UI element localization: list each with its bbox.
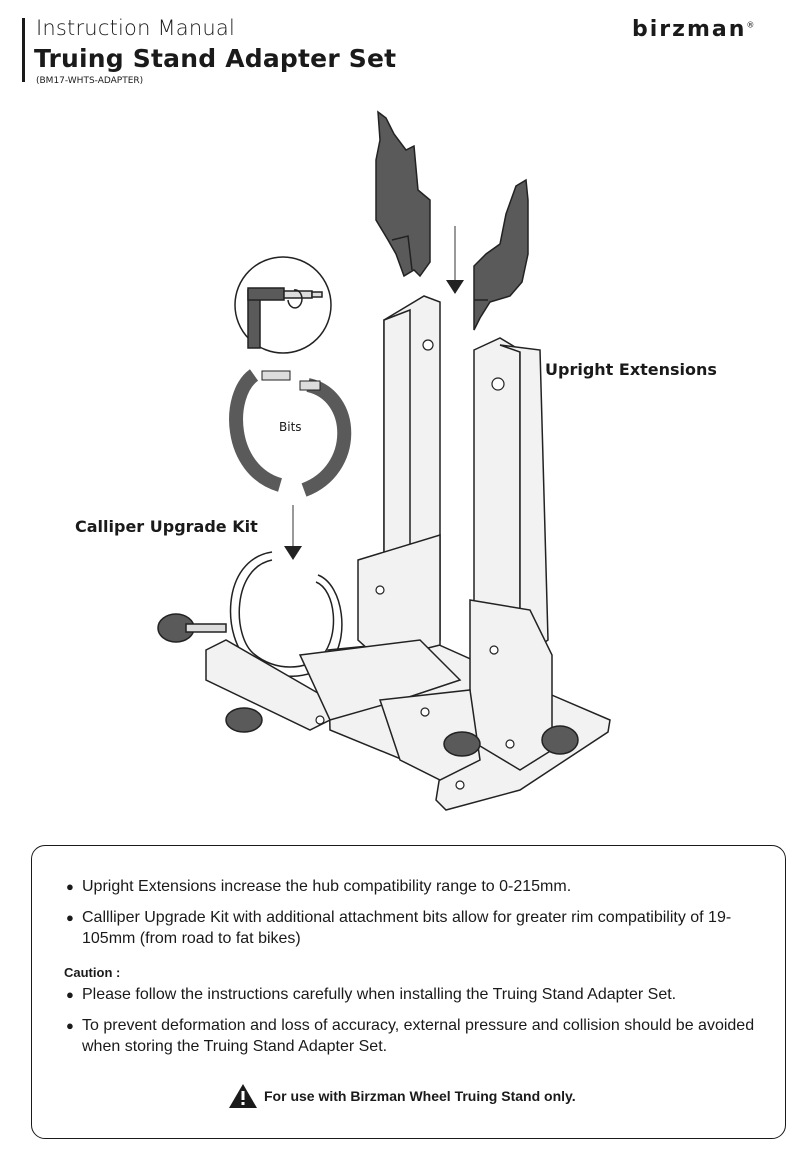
label-bits: Bits: [279, 420, 302, 434]
info-box: Upright Extensions increase the hub comp…: [31, 845, 786, 1139]
feature-item: Upright Extensions increase the hub comp…: [66, 876, 766, 897]
caution-item: Please follow the instructions carefully…: [66, 984, 766, 1005]
product-illustration: Upright Extensions Calliper Upgrade Kit …: [0, 100, 808, 830]
warning-text: For use with Birzman Wheel Truing Stand …: [264, 1088, 576, 1104]
upright-extension-right: [473, 178, 529, 331]
caliper-upgrade-kit: [229, 369, 352, 497]
warning-icon: [229, 1084, 257, 1108]
feature-item: Callliper Upgrade Kit with additional at…: [66, 907, 766, 949]
adjustment-knobs: [157, 613, 579, 757]
caution-list: Please follow the instructions carefully…: [66, 984, 766, 1067]
caution-item: To prevent deformation and loss of accur…: [66, 1015, 766, 1057]
model-number: (BM17-WHTS-ADAPTER): [36, 76, 144, 86]
arrow-down-icon: [284, 226, 464, 560]
caution-label: Caution :: [64, 965, 121, 980]
upright-extension-left: [375, 110, 431, 278]
label-calliper-upgrade-kit: Calliper Upgrade Kit: [75, 517, 258, 536]
manual-subtitle: Instruction Manual: [36, 16, 235, 40]
feature-list: Upright Extensions increase the hub comp…: [66, 876, 766, 959]
header-accent-bar: [22, 18, 25, 82]
truing-stand: [205, 295, 611, 811]
label-upright-extensions: Upright Extensions: [545, 360, 717, 379]
warning-notice: For use with Birzman Wheel Truing Stand …: [228, 1083, 576, 1109]
brand-logo: birzman®: [632, 17, 757, 42]
page-title: Truing Stand Adapter Set: [34, 44, 397, 73]
bits-inset: [234, 256, 332, 354]
